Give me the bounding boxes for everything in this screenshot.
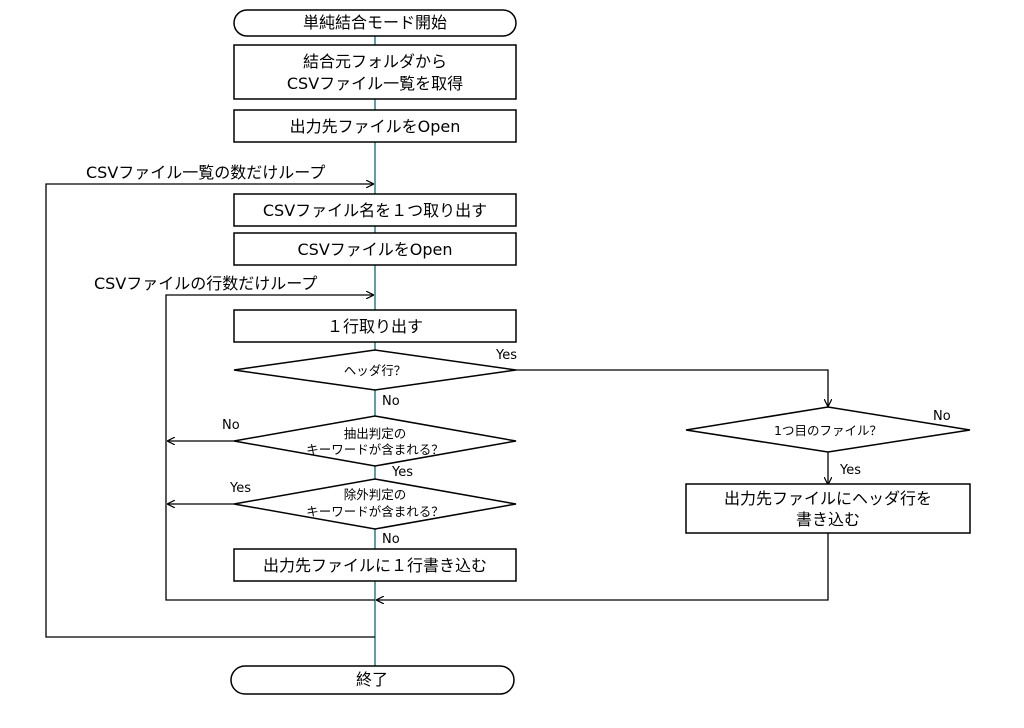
exclude-decision-label-line1: 除外判定の: [344, 487, 407, 502]
exclude-decision-label-line2: キーワードが含まれる？: [306, 504, 444, 519]
open-csv-process: [233, 232, 517, 266]
inner-loop-label: CSVファイルの行数だけループ: [94, 274, 317, 293]
extract-yes-label: Yes: [391, 465, 413, 480]
header-decision: [233, 349, 517, 391]
extract-decision-label-line2: キーワードが含まれる？: [306, 442, 444, 457]
extract-no-label: No: [222, 418, 240, 433]
first-file-decision: [685, 406, 971, 453]
extract-decision: [233, 415, 517, 467]
open-output-label: 出力先ファイルをOpen: [290, 117, 461, 136]
header-yes-label: Yes: [495, 348, 517, 363]
first-file-yes-label: Yes: [839, 463, 861, 478]
outer-loop-label: CSVファイル一覧の数だけループ: [86, 163, 325, 182]
outer-loop-connector: [45, 184, 375, 638]
first-file-no-label: No: [933, 409, 951, 424]
get-list-process: [233, 44, 517, 100]
take-one-file-process: [233, 193, 517, 227]
exclude-yes-label: Yes: [229, 481, 251, 496]
start-label: 単純結合モード開始: [303, 13, 447, 32]
header-decision-label: ヘッダ行？: [344, 363, 407, 378]
write-line-label: 出力先ファイルに１行書き込む: [263, 556, 487, 575]
open-csv-label: CSVファイルをOpen: [297, 240, 452, 259]
extract-decision-label-line1: 抽出判定の: [344, 426, 407, 441]
get-list-label-line2: CSVファイル一覧を取得: [287, 74, 463, 93]
write-header-label-line2: 書き込む: [796, 510, 860, 529]
write-header-label-line1: 出力先ファイルにヘッダ行を: [724, 489, 932, 508]
write-line-process: [233, 548, 517, 582]
get-list-label-line1: 結合元フォルダから: [303, 52, 447, 71]
start-terminal: [233, 9, 517, 37]
write-header-return-connector: [377, 533, 829, 600]
end-label: 終了: [356, 670, 388, 689]
write-header-process: [685, 483, 971, 534]
open-output-process: [233, 109, 517, 143]
header-no-label: No: [382, 394, 400, 409]
header-yes-connector: [516, 369, 828, 406]
take-line-label: １行取り出す: [327, 317, 423, 336]
exclude-no-label: No: [382, 532, 400, 547]
first-file-decision-label: 1つ目のファイル？: [774, 423, 882, 438]
take-one-file-label: CSVファイル名を１つ取り出す: [263, 201, 487, 220]
end-terminal: [230, 665, 515, 695]
take-line-process: [233, 309, 517, 343]
inner-loop-connector: [165, 295, 375, 601]
exclude-decision: [233, 478, 517, 530]
